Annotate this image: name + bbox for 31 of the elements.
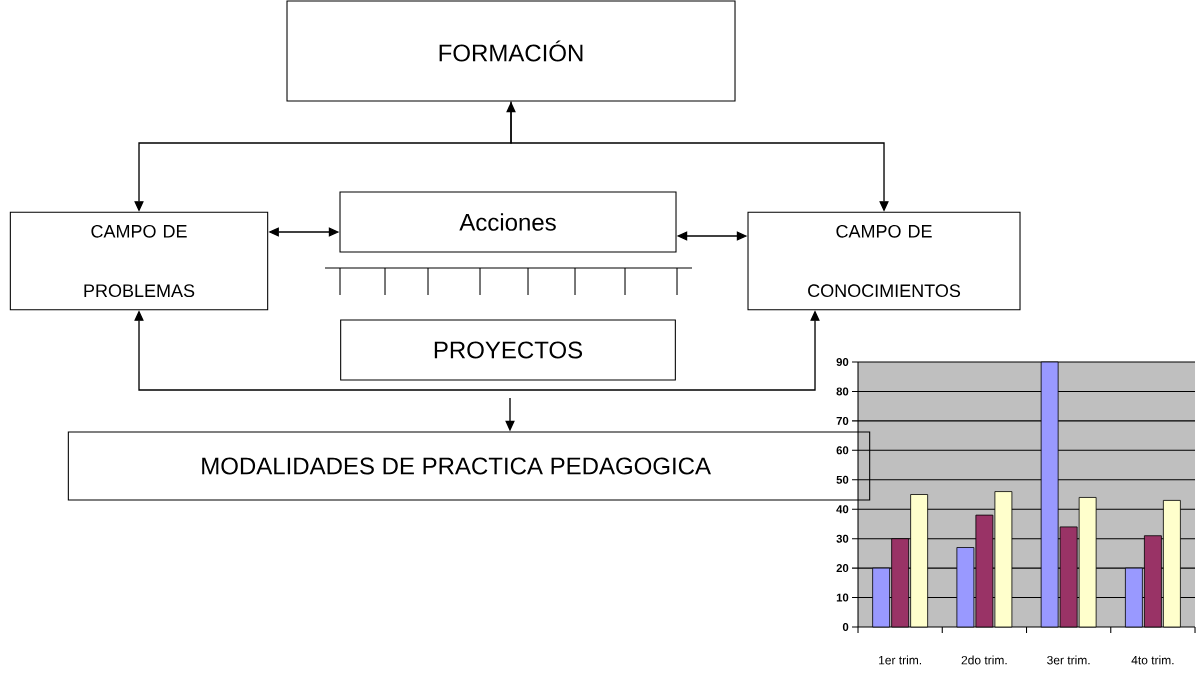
bar bbox=[1059, 526, 1078, 628]
bar bbox=[994, 491, 1013, 628]
process-box: CAMPO DE CONOCIMIENTOS bbox=[747, 211, 1021, 311]
process-box: CAMPO DE PROBLEMAS bbox=[9, 211, 269, 311]
bar bbox=[872, 567, 891, 628]
bar bbox=[910, 494, 929, 628]
y-tick-label: 90 bbox=[836, 358, 849, 367]
y-tick-label: 80 bbox=[836, 387, 849, 396]
y-tick-label: 10 bbox=[836, 593, 849, 602]
bar bbox=[1124, 567, 1143, 628]
bar bbox=[975, 514, 994, 628]
bar bbox=[1143, 535, 1162, 628]
bar bbox=[956, 547, 975, 628]
y-tick-label: 60 bbox=[836, 446, 849, 455]
x-tick-label: 2do trim. bbox=[961, 655, 1007, 665]
process-box: Acciones bbox=[339, 191, 677, 253]
y-tick-label: 20 bbox=[836, 564, 849, 573]
bar bbox=[1040, 361, 1059, 628]
process-box: FORMACIÓN bbox=[286, 0, 736, 102]
bar bbox=[891, 538, 910, 628]
bar bbox=[1078, 497, 1097, 628]
bar bbox=[1162, 499, 1181, 628]
process-box: PROYECTOS bbox=[340, 319, 676, 381]
y-tick-label: 30 bbox=[836, 534, 849, 543]
x-tick-label: 1er trim. bbox=[879, 655, 922, 665]
y-tick-label: 70 bbox=[836, 416, 849, 425]
y-tick-label: 0 bbox=[842, 623, 849, 632]
x-tick-label: 3er trim. bbox=[1047, 655, 1090, 665]
y-tick-label: 50 bbox=[836, 475, 849, 484]
y-tick-label: 40 bbox=[836, 505, 849, 514]
x-tick-label: 4to trim. bbox=[1131, 655, 1174, 665]
